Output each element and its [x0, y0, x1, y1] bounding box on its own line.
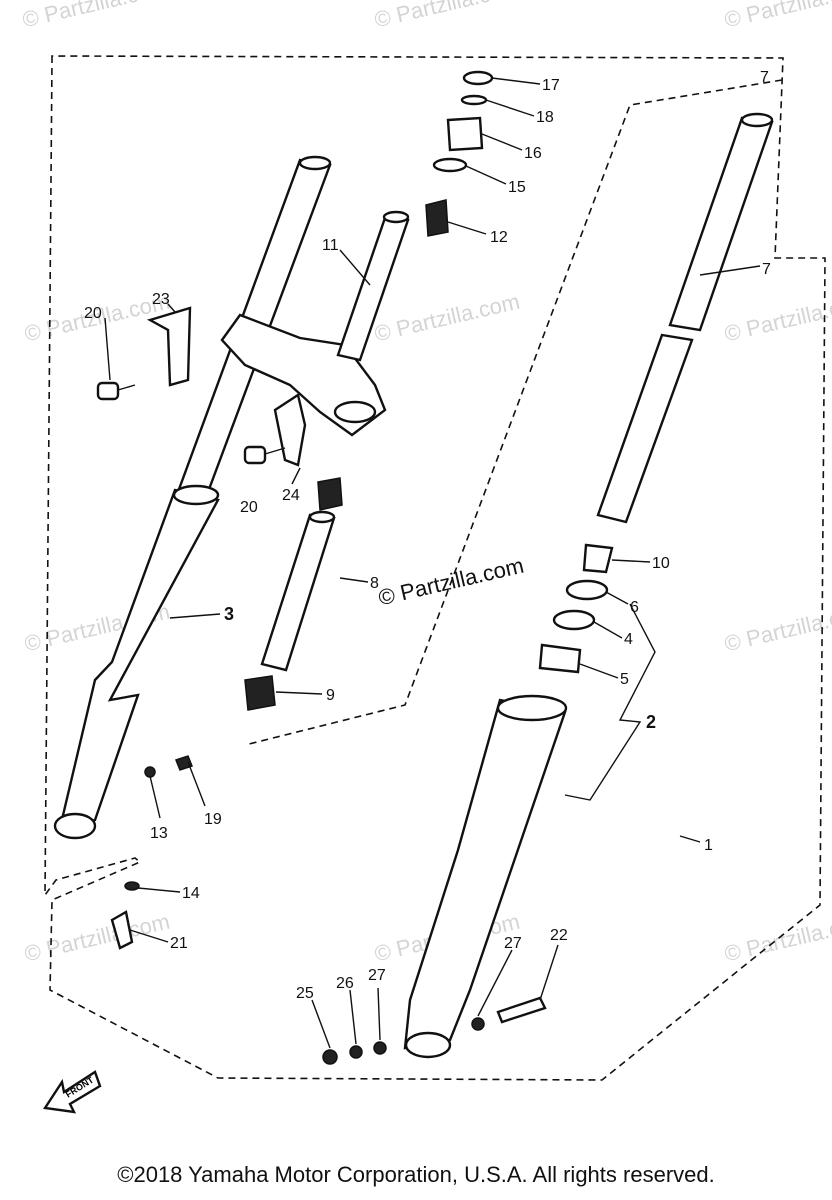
fork-spring-7-lower [596, 333, 694, 524]
collar-10 [582, 543, 614, 574]
bolt-16 [446, 116, 484, 152]
left-fork-assembly [53, 155, 332, 950]
callout-8: 8 [370, 575, 379, 592]
bolt-20-lower [243, 445, 267, 465]
callout-21: 21 [170, 935, 188, 952]
callout-20-upper: 20 [84, 305, 102, 322]
ring-18 [460, 94, 488, 106]
callout-12: 12 [490, 229, 508, 246]
spring-12 [425, 199, 449, 237]
stem-top [382, 210, 410, 224]
steering-stem-11 [336, 213, 410, 362]
callout-10: 10 [652, 555, 670, 572]
bolt-19 [175, 755, 193, 771]
washer-6 [565, 579, 609, 601]
callout-16: 16 [524, 145, 542, 162]
callout-23: 23 [152, 291, 170, 308]
callout-7-upper: 7 [762, 261, 771, 278]
left-dust-seal [172, 484, 220, 506]
washer-14 [124, 881, 140, 891]
callout-26: 26 [336, 975, 354, 992]
front-direction-arrow: FRONT [42, 1070, 102, 1114]
callout-18: 18 [536, 109, 554, 126]
cap-17 [462, 70, 494, 86]
cable-guide-23 [146, 306, 192, 387]
steering-stem-assembly [96, 210, 410, 467]
damper-rod-8 [260, 513, 336, 672]
callout-3: 3 [224, 604, 234, 624]
right-axle-boss [404, 1031, 452, 1059]
damper-rod-top [308, 510, 336, 524]
callout-5: 5 [620, 671, 629, 688]
callout-1: 1 [704, 837, 713, 854]
right-dust-seal [496, 694, 568, 722]
callout-27-right: 27 [504, 935, 522, 952]
damper-rod-assembly [244, 477, 343, 711]
callout-19: 19 [204, 811, 222, 828]
stem-collar [333, 400, 377, 424]
right-fork-internals [538, 112, 774, 674]
nut-25 [322, 1049, 338, 1065]
washer-26 [349, 1045, 363, 1059]
fork-spring-top [740, 112, 774, 128]
callout-27-left: 27 [368, 967, 386, 984]
bolt-21 [110, 910, 134, 950]
callout-20-lower: 20 [240, 499, 258, 516]
nut-27-left [373, 1041, 387, 1055]
callout-24: 24 [282, 487, 300, 504]
left-outer-tube [58, 488, 220, 830]
callout-2: 2 [646, 712, 656, 732]
spring-9 [244, 675, 276, 711]
top-stack [425, 70, 494, 237]
callout-6: 6 [630, 599, 639, 616]
nut-27-right [471, 1017, 485, 1031]
assembly-boundary [44, 55, 826, 1081]
cable-guide-24 [273, 393, 307, 467]
rebound-spring [317, 477, 343, 511]
callout-22: 22 [550, 927, 568, 944]
callout-7-lower: 7 [760, 69, 769, 86]
bolt-20-upper [96, 381, 120, 401]
right-fork-assembly [322, 694, 568, 1065]
fork-spring-7-upper [668, 116, 774, 332]
callout-17: 17 [542, 77, 560, 94]
nut-13 [144, 766, 156, 778]
callout-9: 9 [326, 687, 335, 704]
left-inner-tube-top [298, 155, 332, 171]
callout-4: 4 [624, 631, 633, 648]
oil-seal-5 [538, 643, 582, 674]
leader-lines [104, 77, 761, 1049]
callout-11: 11 [322, 237, 339, 254]
part-callouts: 17 18 16 15 12 11 7 7 23 20 20 24 8 9 3 … [84, 69, 771, 1002]
left-axle-boss [53, 812, 97, 840]
callout-13: 13 [150, 825, 168, 842]
callout-14: 14 [182, 885, 200, 902]
clip-4 [552, 609, 596, 631]
copyright-notice: ©2018 Yamaha Motor Corporation, U.S.A. A… [117, 1162, 715, 1187]
inner-fork-boundary [244, 79, 783, 746]
bolt-22 [496, 996, 547, 1024]
callout-25: 25 [296, 985, 314, 1002]
washer-15 [432, 157, 468, 173]
callout-15: 15 [508, 179, 526, 196]
